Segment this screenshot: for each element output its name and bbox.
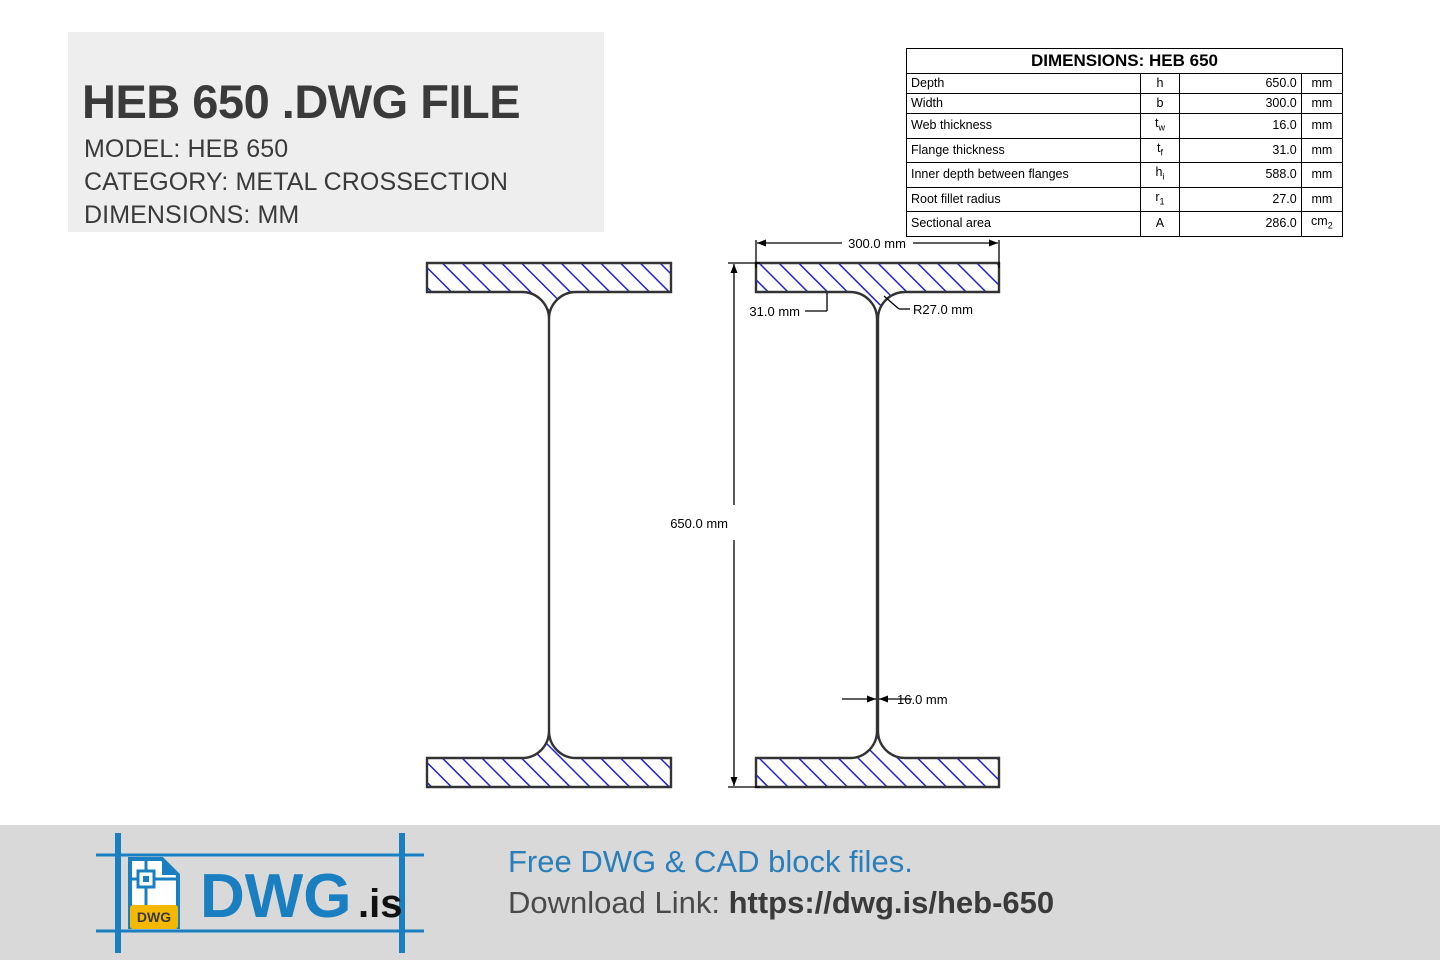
table-title: DIMENSIONS: HEB 650 (906, 48, 1343, 74)
cell-property-name: Web thickness (906, 113, 1141, 139)
cell-property-name: Width (906, 93, 1141, 114)
dimension-web-label: 16.0 mm (897, 692, 948, 707)
cell-property-name: Sectional area (906, 211, 1141, 237)
cell-value: 650.0 (1179, 73, 1302, 94)
download-url[interactable]: https://dwg.is/heb-650 (728, 884, 1055, 920)
cell-symbol: tw (1139, 113, 1181, 139)
ibeam-left-outline (425, 261, 673, 789)
meta-category: CATEGORY: METAL CROSSECTION (84, 168, 509, 196)
cell-unit: mm (1300, 93, 1344, 114)
dimension-web-thickness: 16.0 mm (842, 692, 948, 707)
ibeam-section-left (425, 261, 673, 789)
info-panel: HEB 650 .DWG FILE MODEL: HEB 650 CATEGOR… (68, 32, 604, 232)
brand-wordmark: DWG (200, 862, 352, 931)
cell-property-name: Root fillet radius (906, 186, 1141, 212)
cell-symbol: tf (1139, 137, 1181, 163)
dimension-depth: 650.0 mm (670, 262, 760, 788)
cell-unit: cm2 (1300, 211, 1344, 237)
dwg-file-icon: DWG (128, 857, 180, 929)
ibeam-right-outline (754, 261, 1001, 789)
dimension-width: 300.0 mm (755, 236, 1000, 268)
meta-dimensions: DIMENSIONS: MM (84, 201, 300, 229)
cell-unit: mm (1300, 113, 1344, 139)
cell-value: 16.0 (1179, 113, 1302, 139)
dimension-flange-thickness: 31.0 mm (749, 293, 828, 319)
dwg-logo[interactable]: DWG DWG .is (68, 833, 424, 953)
page-title: HEB 650 .DWG FILE (82, 75, 521, 128)
dimension-flange-label: 31.0 mm (749, 304, 800, 319)
dimension-depth-label: 650.0 mm (670, 516, 728, 531)
cell-value: 286.0 (1179, 211, 1302, 237)
footer-text-block: Free DWG & CAD block files. Download Lin… (508, 843, 1054, 923)
cell-property-name: Inner depth between flanges (906, 162, 1141, 188)
dwg-badge-text: DWG (137, 909, 171, 925)
cell-value: 27.0 (1179, 186, 1302, 212)
dimension-fillet-label: R27.0 mm (913, 302, 973, 317)
footer: DWG DWG .is Free DWG & CAD block files. … (0, 825, 1440, 960)
cell-symbol: A (1139, 211, 1181, 237)
cell-unit: mm (1300, 137, 1344, 163)
cell-unit: mm (1300, 73, 1344, 94)
table-header-row: DIMENSIONS: HEB 650 (906, 48, 1343, 74)
brand-suffix: .is (358, 882, 402, 926)
cell-property-name: Flange thickness (906, 137, 1141, 163)
dimension-width-label: 300.0 mm (848, 236, 906, 251)
dimension-fillet-radius: R27.0 mm (883, 295, 973, 317)
meta-model: MODEL: HEB 650 (84, 135, 289, 163)
ibeam-section-right (754, 261, 1001, 789)
footer-tagline: Free DWG & CAD block files. (508, 844, 913, 879)
cad-drawing: 300.0 mm 31.0 mm R27.0 mm 650.0 mm 16.0 … (425, 236, 1001, 789)
footer-download-line[interactable]: Download Link: https://dwg.is/heb-650 (508, 884, 1054, 923)
download-label: Download Link: (508, 884, 720, 920)
